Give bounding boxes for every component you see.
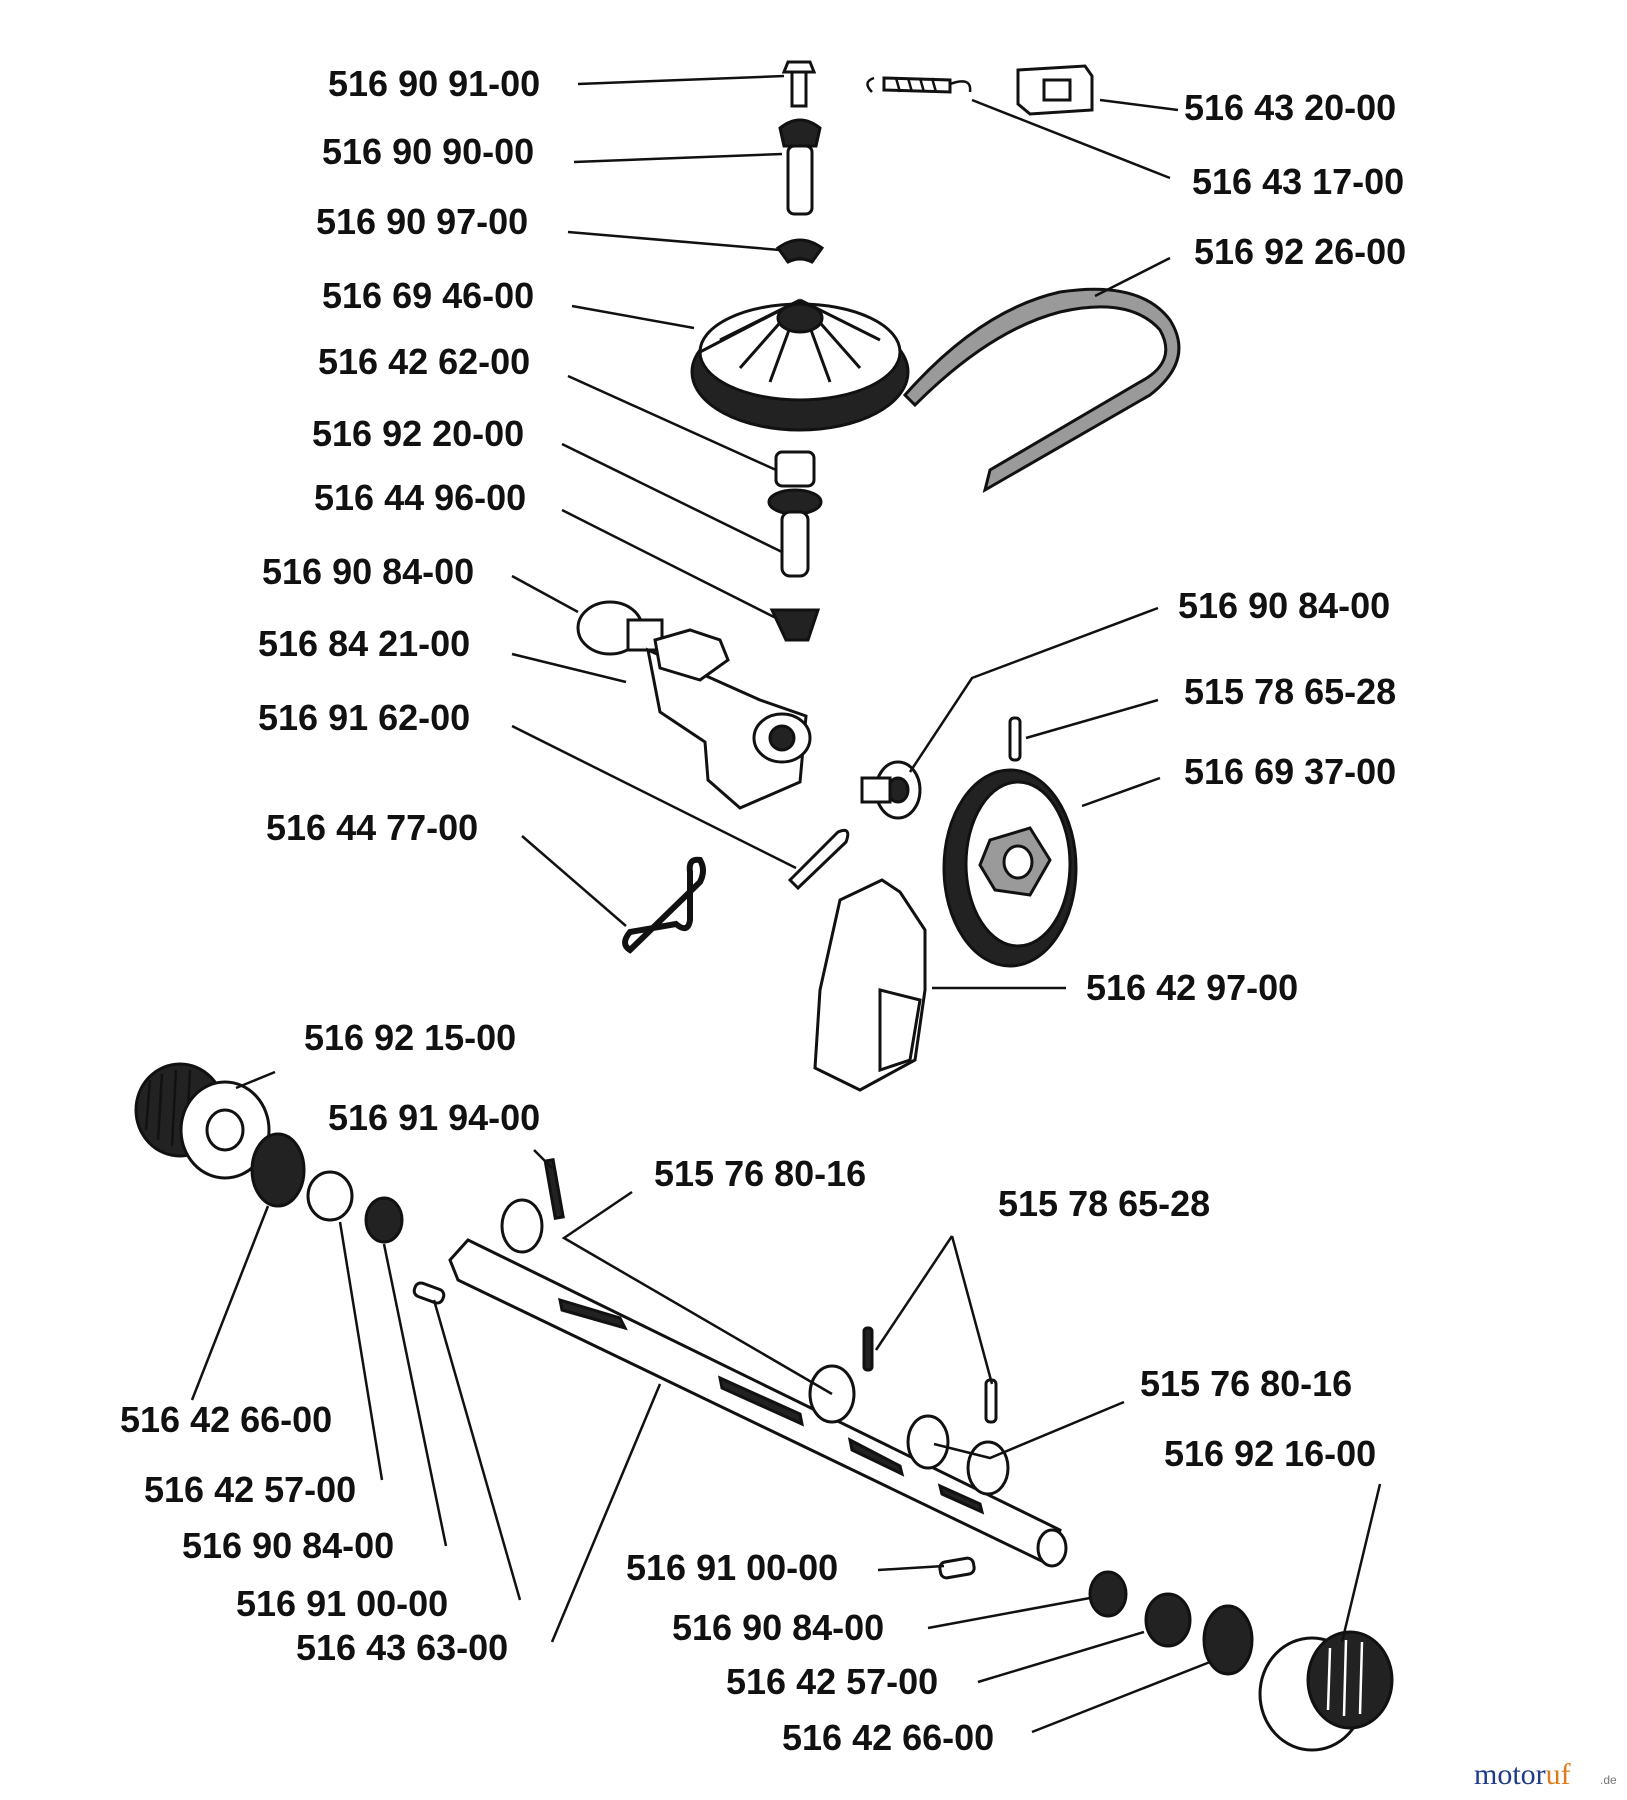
part-label: 516 91 00-00 — [626, 1547, 838, 1588]
circlip-left-part — [250, 1132, 306, 1208]
part-label: 516 42 97-00 — [1086, 967, 1298, 1008]
bracket-plate-part — [1016, 64, 1094, 116]
key-left-part — [412, 1281, 446, 1305]
part-label: 516 92 15-00 — [304, 1017, 516, 1058]
gear-wheel-part — [942, 768, 1078, 968]
watermark-text-b: uf — [1546, 1758, 1571, 1791]
part-label: 516 90 97-00 — [316, 201, 528, 242]
clip-washer-part — [775, 238, 825, 264]
bearing-right-part — [1088, 1570, 1128, 1618]
part-label: 516 43 63-00 — [296, 1627, 508, 1668]
part-label: 516 90 84-00 — [672, 1607, 884, 1648]
bushing-right-part — [1144, 1592, 1192, 1648]
part-label: 516 42 57-00 — [726, 1661, 938, 1702]
part-label: 516 69 46-00 — [322, 275, 534, 316]
part-label: 516 42 66-00 — [782, 1717, 994, 1758]
part-label: 516 43 17-00 — [1192, 161, 1404, 202]
key-right-part — [938, 1556, 976, 1580]
part-label: 516 42 66-00 — [120, 1399, 332, 1440]
part-label: 516 92 16-00 — [1164, 1433, 1376, 1474]
pulley-part — [690, 298, 910, 432]
circlip-right-part — [1202, 1604, 1254, 1676]
gearbox-housing-part — [576, 600, 812, 810]
drive-shaft-part — [448, 1238, 1068, 1568]
part-label: 516 69 37-00 — [1184, 751, 1396, 792]
cotter-pin-part — [787, 828, 850, 891]
svg-text:motoruf: motoruf — [1474, 1758, 1571, 1791]
part-label: 516 42 62-00 — [318, 341, 530, 382]
part-label: 516 43 20-00 — [1184, 87, 1396, 128]
leader-lines — [190, 74, 1382, 1734]
spring-part — [866, 76, 972, 94]
part-label: 516 44 96-00 — [314, 477, 526, 518]
part-label: 515 78 65-28 — [1184, 671, 1396, 712]
part-label: 516 84 21-00 — [258, 623, 470, 664]
parts-layer — [134, 60, 1394, 1752]
washer-lower-a-part — [906, 1414, 950, 1470]
watermark-text-a: motor — [1474, 1758, 1546, 1791]
watermark-logo: motoruf .de — [1474, 1758, 1617, 1791]
washer-upper-part — [500, 1198, 544, 1254]
part-label: 516 90 91-00 — [328, 63, 540, 104]
part-label: 516 90 84-00 — [1178, 585, 1390, 626]
drive-gear-left-part — [134, 1062, 271, 1180]
screw-part — [543, 1157, 565, 1220]
part-label: 516 92 26-00 — [1194, 231, 1406, 272]
v-belt-part — [902, 287, 1181, 494]
bushing-left-part — [306, 1170, 354, 1222]
part-label: 515 78 65-28 — [998, 1183, 1210, 1224]
washer-lower-b-part — [966, 1440, 1010, 1496]
part-label: 516 90 84-00 — [262, 551, 474, 592]
bearing-part — [860, 760, 922, 820]
pin-lower-a-part — [862, 1326, 874, 1372]
pin-part — [1008, 716, 1022, 762]
part-label: 516 92 20-00 — [312, 413, 524, 454]
spindle-part — [767, 450, 823, 578]
part-labels: 516 90 91-00 516 90 90-00 516 90 97-00 5… — [120, 63, 1406, 1758]
part-label: 516 90 84-00 — [182, 1525, 394, 1566]
part-label: 516 91 62-00 — [258, 697, 470, 738]
part-label: 515 76 80-16 — [1140, 1363, 1352, 1404]
cone-nut-part — [769, 608, 821, 642]
part-label: 516 44 77-00 — [266, 807, 478, 848]
part-label: 516 91 00-00 — [236, 1583, 448, 1624]
spacer-bolt-part — [778, 118, 822, 216]
part-label: 516 90 90-00 — [322, 131, 534, 172]
drive-gear-right-part — [1258, 1630, 1394, 1752]
pin-lower-b-part — [984, 1378, 998, 1424]
cover-plate-part — [813, 878, 927, 1092]
bolt-part — [781, 60, 817, 108]
bent-rod-part — [622, 856, 706, 954]
part-label: 515 76 80-16 — [654, 1153, 866, 1194]
part-label: 516 91 94-00 — [328, 1097, 540, 1138]
bearing-left-part — [364, 1196, 404, 1244]
watermark-suffix: .de — [1600, 1773, 1617, 1787]
part-label: 516 42 57-00 — [144, 1469, 356, 1510]
